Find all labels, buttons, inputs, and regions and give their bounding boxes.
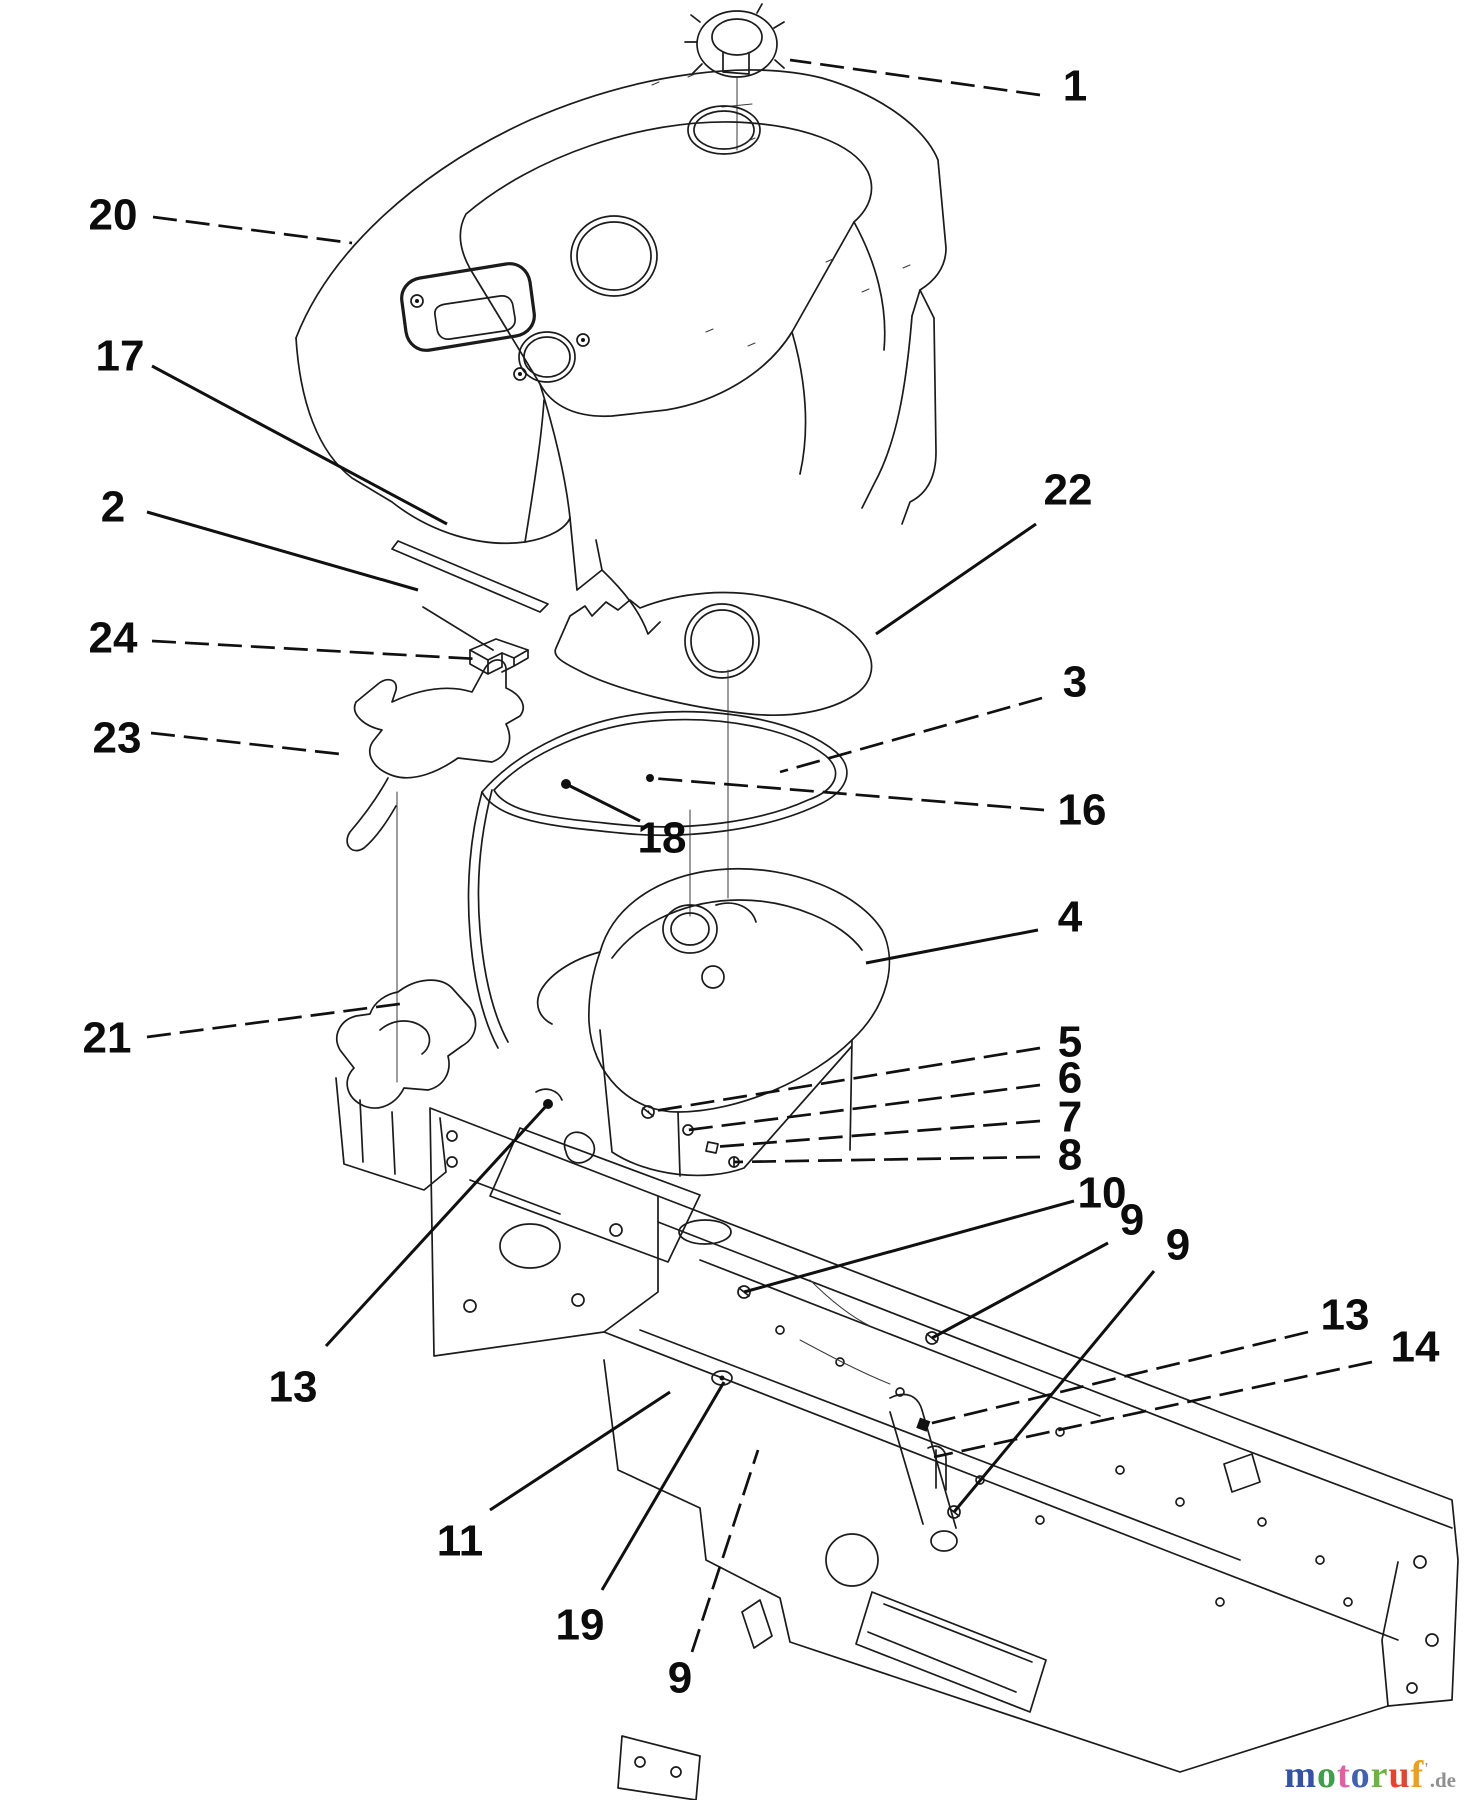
leader-line-part-9 <box>952 1270 1156 1513</box>
part-number-label-17: 17 <box>96 332 145 381</box>
watermark-wordmark: motoruf <box>1284 1754 1424 1796</box>
watermark-letter: o <box>1316 1754 1337 1796</box>
part-number-label-18: 18 <box>638 814 687 863</box>
leader-line-part-4 <box>865 928 1039 965</box>
watermark-letter: f <box>1410 1754 1425 1796</box>
part-number-label-5: 5 <box>1058 1018 1082 1067</box>
part-number-label-9: 9 <box>668 1654 692 1703</box>
frame-drawing <box>429 1107 1459 1800</box>
leader-line-part-14 <box>933 1360 1373 1459</box>
leader-line-part-11 <box>489 1390 671 1512</box>
watermark-letter: r <box>1370 1754 1389 1796</box>
leader-line-part-13 <box>923 1330 1309 1427</box>
leader-line-part-1 <box>789 58 1041 97</box>
watermark-logo: motoruf'.de <box>1284 1756 1456 1794</box>
watermark-letter: m <box>1284 1754 1317 1796</box>
fuel-tank-drawing <box>536 867 891 1177</box>
part-number-label-6: 6 <box>1058 1054 1082 1103</box>
leader-line-part-21 <box>146 1001 408 1039</box>
hood-gasket-drawing <box>346 659 525 1083</box>
watermark-tick: ' <box>1424 1760 1430 1778</box>
spacer-block-drawing <box>469 638 529 675</box>
part-number-label-20: 20 <box>89 191 138 240</box>
watermark-letter: t <box>1336 1754 1351 1796</box>
watermark-letter: u <box>1388 1754 1411 1796</box>
leader-line-part-9 <box>690 1449 760 1653</box>
part-number-label-23: 23 <box>93 714 142 763</box>
leader-line-part-13 <box>324 1102 550 1348</box>
strip-drawing <box>391 540 549 651</box>
part-number-label-22: 22 <box>1044 466 1093 515</box>
part-number-label-8: 8 <box>1058 1131 1082 1180</box>
watermark-suffix: .de <box>1429 1768 1456 1792</box>
leader-line-part-10 <box>743 1199 1075 1294</box>
leader-line-part-9 <box>931 1241 1109 1340</box>
part-number-label-3: 3 <box>1063 658 1087 707</box>
part-number-label-11: 11 <box>437 1517 484 1566</box>
leader-line-part-5 <box>647 1046 1041 1114</box>
hood-drawing <box>295 69 947 635</box>
tank-bracket-drawing <box>335 979 477 1191</box>
part-number-label-4: 4 <box>1058 893 1083 942</box>
leader-line-part-7 <box>713 1119 1041 1149</box>
part-number-label-7: 7 <box>1058 1093 1082 1142</box>
leader-line-part-16 <box>649 776 1045 812</box>
part-number-label-9: 9 <box>1120 1196 1144 1245</box>
leader-line-part-20 <box>152 215 353 245</box>
part-number-label-1: 1 <box>1063 62 1087 111</box>
leader-line-part-3 <box>779 696 1043 774</box>
fuel-line-drawing <box>467 710 848 1049</box>
fuel-cap-drawing <box>684 3 785 151</box>
leader-line-part-22 <box>875 522 1037 636</box>
part-number-label-14: 14 <box>1391 1323 1440 1372</box>
leader-line-part-18 <box>565 782 641 823</box>
part-number-label-24: 24 <box>89 614 138 663</box>
part-number-label-10: 10 <box>1078 1169 1127 1218</box>
leader-line-part-2 <box>146 510 419 592</box>
watermark-letter: o <box>1350 1754 1371 1796</box>
part-number-label-21: 21 <box>83 1014 132 1063</box>
part-number-label-9: 9 <box>1166 1221 1190 1270</box>
leader-line-part-19 <box>600 1381 726 1591</box>
part-number-label-19: 19 <box>556 1601 605 1650</box>
leader-line-part-8 <box>733 1155 1041 1164</box>
leader-line-part-6 <box>687 1083 1041 1132</box>
part-number-label-16: 16 <box>1058 786 1107 835</box>
leader-line-part-23 <box>150 731 341 756</box>
leader-line-part-24 <box>151 639 479 661</box>
part-number-label-2: 2 <box>101 483 125 532</box>
part-number-label-13: 13 <box>269 1363 318 1412</box>
leader-line-part-17 <box>151 364 448 526</box>
part-number-label-13: 13 <box>1321 1291 1370 1340</box>
